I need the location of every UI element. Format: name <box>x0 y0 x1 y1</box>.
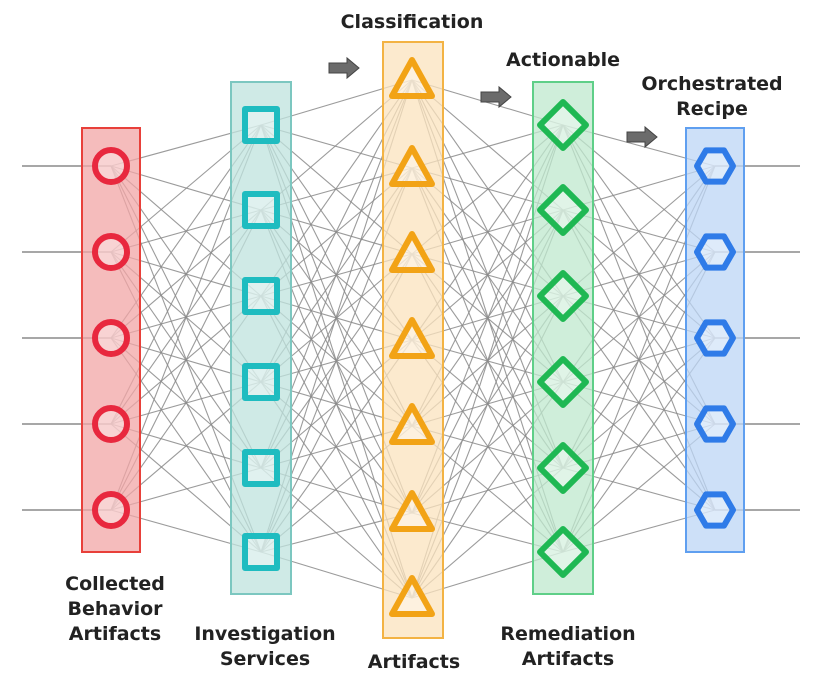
diamond-node-icon <box>537 270 589 322</box>
label-line: Collected <box>65 573 165 595</box>
label-line: Orchestrated <box>641 73 783 95</box>
triangle-node-icon <box>389 490 435 532</box>
circle-node-icon <box>92 147 130 185</box>
hexagon-node-icon <box>694 319 736 357</box>
flow-arrows <box>328 56 658 149</box>
arrow-icon <box>626 125 658 149</box>
arrow-icon <box>328 56 360 80</box>
circle-node-icon <box>92 319 130 357</box>
triangle-node-icon <box>389 145 435 187</box>
triangle-node-icon <box>389 575 435 617</box>
label-line: Artifacts <box>521 648 615 670</box>
label-line: Recipe <box>676 98 748 120</box>
label-investigation-services: Investigation Services <box>170 622 360 672</box>
label-line: Artifacts <box>367 651 461 673</box>
arrow-icon <box>480 85 512 109</box>
diamond-node-icon <box>537 184 589 236</box>
circle-node-icon <box>92 405 130 443</box>
circle-node-icon <box>92 491 130 529</box>
triangle-node-icon <box>389 231 435 273</box>
hexagon-node-icon <box>694 405 736 443</box>
hexagon-node-icon <box>694 491 736 529</box>
layer-band-collected <box>81 127 141 553</box>
square-node-icon <box>242 277 280 315</box>
layer-bands <box>81 41 745 639</box>
label-orchestrated-recipe: Orchestrated Recipe <box>622 72 802 122</box>
diamond-node-icon <box>537 356 589 408</box>
circle-node-icon <box>92 233 130 271</box>
label-remediation-artifacts: Remediation Artifacts <box>478 622 658 672</box>
square-node-icon <box>242 191 280 229</box>
label-line: Classification <box>340 11 484 33</box>
label-line: Artifacts <box>68 623 162 645</box>
layer-band-remediation <box>532 81 594 595</box>
diamond-node-icon <box>537 526 589 578</box>
triangle-node-icon <box>389 403 435 445</box>
diamond-node-icon <box>537 99 589 151</box>
label-line: Services <box>219 648 311 670</box>
label-line: Actionable <box>506 49 620 71</box>
layer-band-investigation <box>230 81 292 595</box>
label-line: Behavior <box>67 598 163 620</box>
triangle-node-icon <box>389 317 435 359</box>
hexagon-node-icon <box>694 147 736 185</box>
square-node-icon <box>242 449 280 487</box>
label-artifacts: Artifacts <box>344 650 484 675</box>
triangle-node-icon <box>389 57 435 99</box>
layer-band-classification <box>382 41 444 639</box>
label-line: Investigation <box>194 623 336 645</box>
label-collected-behavior-artifacts: Collected Behavior Artifacts <box>40 572 190 647</box>
square-node-icon <box>242 106 280 144</box>
square-node-icon <box>242 533 280 571</box>
layer-nodes <box>92 57 736 617</box>
diamond-node-icon <box>537 442 589 494</box>
label-classification-top: Classification <box>322 10 502 35</box>
hexagon-node-icon <box>694 233 736 271</box>
square-node-icon <box>242 363 280 401</box>
label-line: Remediation <box>500 623 636 645</box>
label-actionable-top: Actionable <box>488 48 638 73</box>
